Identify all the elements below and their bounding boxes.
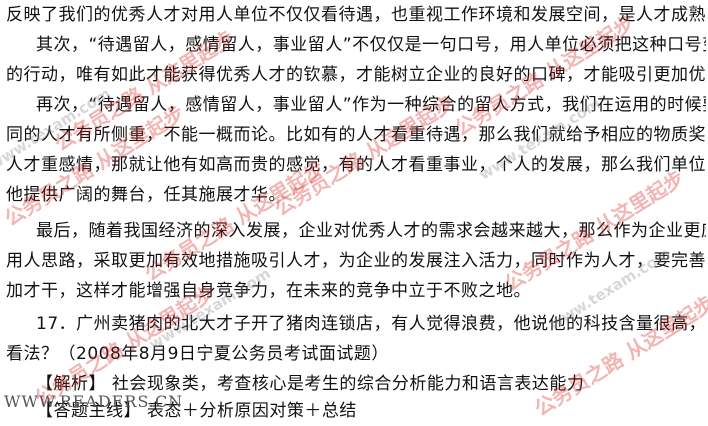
text-line-3: 的行动，唯有如此才能获得优秀人才的钦慕，才能树立企业的良好的口碑，才能吸引更加优… (6, 65, 706, 85)
text-line-7: 他提供广阔的舞台，任其施展才华。 (6, 185, 286, 205)
text-line-6: 人才重感情，那就让他有如高而贵的感觉，有的人才看重事业，个人的发展，那么我们单位… (6, 155, 706, 175)
text-line-11: 17．广州卖猪肉的北大才子开了猪肉连锁店，有人觉得浪费，他说他的科技含量很高，谈… (36, 314, 706, 334)
text-line-8: 最后，随着我国经济的深入发展，企业对优秀人才的需求会越来越大，那么作为企业更应该… (36, 221, 706, 241)
text-line-1: 反映了我们的优秀人才对用人单位不仅仅看待遇，也重视工作环境和发展空间，是人才成熟… (6, 5, 706, 25)
text-line-9: 用人思路，采取更加有效地措施吸引人才，为企业的发展注入活力，同时作为人才，要完善… (6, 251, 706, 271)
answer-outline-line: 【答题主线】 表态＋分析原因对策＋总结 (36, 401, 357, 421)
text-line-4: 再次，“待遇留人，感情留人，事业留人”作为一种综合的留人方式，我们在运用的时候要… (36, 95, 706, 115)
text-line-2: 其次，“待遇留人，感情留人，事业留人”不仅仅是一句口号，用人单位必须把这种口号变… (36, 35, 706, 55)
text-line-12: 看法？（2008年8月9日宁夏公务员考试面试题） (6, 344, 389, 364)
text-line-5: 同的人才有所侧重，不能一概而论。比如有的人才看重待遇，那么我们就给予相应的物质奖… (6, 125, 706, 145)
readers-watermark: WWW.READERS.CN (4, 392, 184, 411)
analysis-line: 【解析】 社会现象类，考查核心是考生的综合分析能力和语言表达能力 (36, 374, 585, 394)
text-line-10: 加才干，这样才能增强自身竞争力，在未来的竞争中立于不败之地。 (6, 281, 531, 301)
